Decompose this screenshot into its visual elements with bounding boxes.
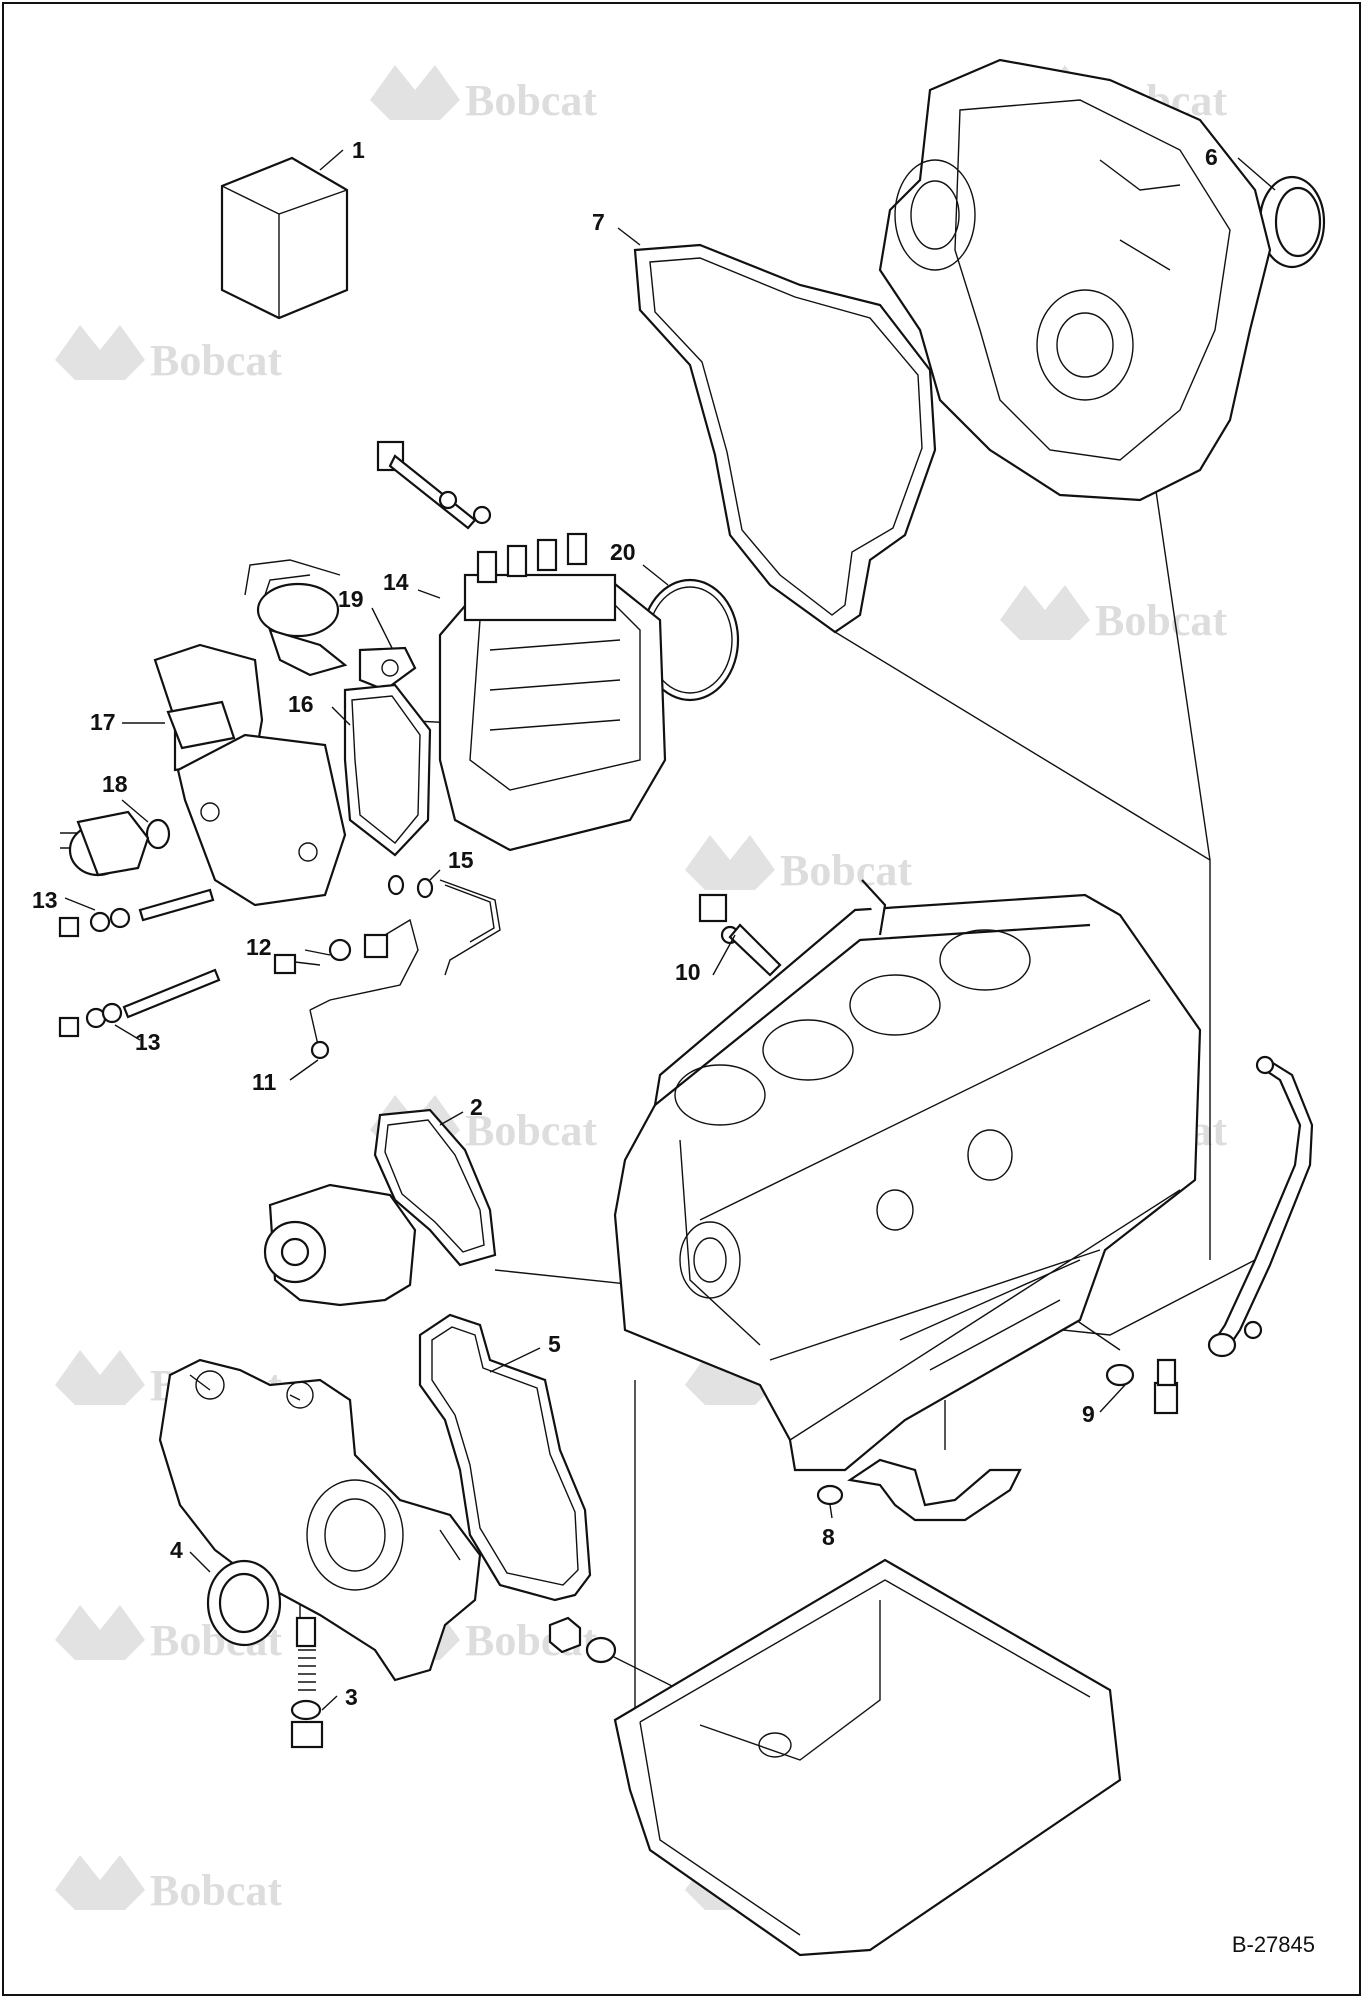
part-1-gasket-kit-box bbox=[220, 156, 349, 320]
leader-2 bbox=[439, 1111, 464, 1126]
callout-7: 7 bbox=[592, 209, 605, 235]
pump-banjo-bolt bbox=[376, 440, 492, 530]
callout-5: 5 bbox=[548, 1331, 561, 1357]
part-10-oil-pressure-switch bbox=[698, 893, 801, 994]
part-9-bolt-and-washer bbox=[1105, 1358, 1179, 1415]
watermark: Bobcat bbox=[370, 65, 597, 125]
leader-9 bbox=[1099, 1384, 1126, 1413]
leader-lines bbox=[64, 149, 1276, 1711]
leader-4 bbox=[189, 1551, 211, 1573]
flywheel-housing bbox=[878, 58, 1272, 502]
part-19-feed-pump-gasket bbox=[358, 646, 417, 692]
watermark: Bobcat bbox=[55, 325, 282, 385]
leader-1 bbox=[319, 149, 344, 171]
part-8-strainer-o-ring bbox=[816, 1484, 844, 1506]
engine-block bbox=[613, 879, 1202, 1472]
part-6-rear-oil-seal bbox=[1258, 175, 1326, 269]
callout-6: 6 bbox=[1205, 144, 1218, 170]
feed-pump bbox=[244, 559, 348, 677]
callout-13a: 13 bbox=[32, 887, 58, 913]
callout-16: 16 bbox=[288, 691, 314, 717]
part-4-front-oil-seal bbox=[206, 1559, 282, 1647]
callout-4: 4 bbox=[170, 1537, 183, 1563]
callout-17: 17 bbox=[90, 709, 116, 735]
watermark-text: Bobcat bbox=[465, 1106, 597, 1155]
water-pump bbox=[263, 1183, 417, 1307]
oil-return-pipe bbox=[1207, 1055, 1314, 1358]
oil-pan-drain-plug bbox=[548, 1616, 617, 1664]
leader-6 bbox=[1237, 157, 1276, 191]
callout-9: 9 bbox=[1082, 1401, 1095, 1427]
callout-15: 15 bbox=[448, 847, 474, 873]
callout-10: 10 bbox=[675, 959, 701, 985]
part-15-o-rings bbox=[387, 874, 434, 899]
leader-15 bbox=[429, 869, 441, 881]
gear-case bbox=[158, 1358, 482, 1682]
watermark: Bobcat bbox=[55, 1855, 282, 1915]
leader-18 bbox=[121, 799, 149, 823]
callout-14: 14 bbox=[383, 569, 409, 595]
leader-8 bbox=[829, 1504, 833, 1519]
watermark: Bobcat bbox=[685, 835, 912, 895]
leader-7 bbox=[617, 227, 641, 246]
watermark-text: Bobcat bbox=[150, 336, 282, 385]
watermark-text: Bobcat bbox=[150, 1866, 282, 1915]
leader-5 bbox=[489, 1347, 541, 1373]
governor-link-pipe bbox=[439, 879, 501, 976]
figure-id-label: B-27845 bbox=[1231, 1932, 1315, 1957]
part-7-front-cover-gasket bbox=[633, 243, 937, 634]
callout-19: 19 bbox=[338, 586, 364, 612]
part-2-water-pump-gasket bbox=[373, 1108, 497, 1267]
leader-20 bbox=[642, 564, 669, 586]
leader-3 bbox=[321, 1695, 338, 1711]
part-13-adjusting-screws bbox=[58, 888, 221, 1038]
part-5-gear-case-gasket bbox=[418, 1313, 592, 1602]
watermark-text: Bobcat bbox=[1095, 596, 1227, 645]
governor-housing bbox=[153, 643, 347, 907]
part-16-pump-flange-gasket bbox=[343, 683, 432, 857]
callout-8: 8 bbox=[822, 1524, 835, 1550]
callout-3: 3 bbox=[345, 1684, 358, 1710]
callout-11: 11 bbox=[252, 1069, 277, 1095]
injector-outlets bbox=[476, 532, 588, 584]
part-17-cover-gasket bbox=[166, 700, 236, 750]
callout-13b: 13 bbox=[135, 1029, 161, 1055]
callout-20: 20 bbox=[610, 539, 636, 565]
leader-13b bbox=[114, 1024, 141, 1041]
watermark: Bobcat bbox=[1000, 585, 1227, 645]
leader-14 bbox=[417, 589, 441, 599]
oil-strainer-pipe bbox=[847, 1458, 1022, 1522]
leader-16 bbox=[331, 706, 351, 726]
leader-13a bbox=[64, 897, 96, 911]
callout-labels: 1 2 3 4 5 6 7 8 9 10 11 12 13 13 14 15 1… bbox=[32, 137, 1218, 1710]
leader-12 bbox=[304, 949, 331, 956]
part-11-oil-pipe-fitting bbox=[273, 953, 330, 1060]
leader-10 bbox=[712, 934, 736, 976]
injection-pump bbox=[438, 532, 667, 852]
part-3-relief-valve bbox=[290, 1616, 324, 1749]
leader-11 bbox=[289, 1059, 319, 1081]
cylinder-bores bbox=[674, 929, 1031, 1126]
stop-solenoid bbox=[60, 810, 150, 877]
part-12-banjo-fitting bbox=[309, 918, 419, 1011]
callout-18: 18 bbox=[102, 771, 128, 797]
callout-12: 12 bbox=[246, 934, 272, 960]
callout-2: 2 bbox=[470, 1094, 483, 1120]
watermark-text: Bobcat bbox=[780, 846, 912, 895]
assembly-line-cover-to-block bbox=[1149, 449, 1211, 861]
watermark-text: Bobcat bbox=[465, 76, 597, 125]
callout-1: 1 bbox=[352, 137, 365, 163]
part-18-solenoid-o-ring bbox=[145, 818, 171, 850]
oil-pan bbox=[613, 1558, 1122, 1957]
leader-19 bbox=[371, 607, 393, 649]
